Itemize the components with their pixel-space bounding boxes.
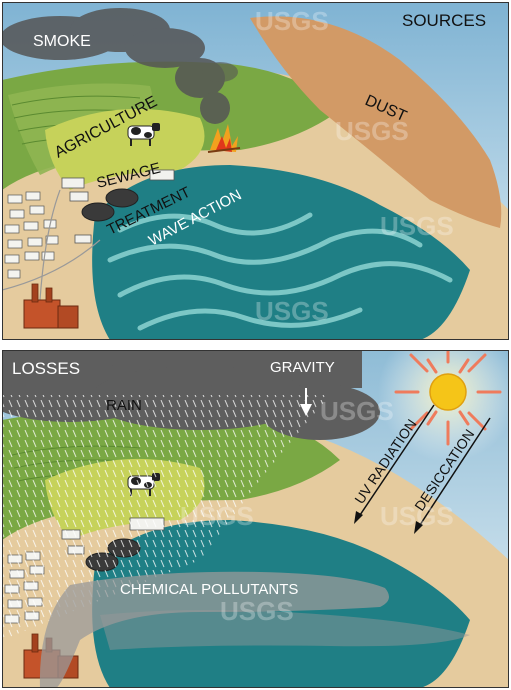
panel-title-losses: LOSSES: [12, 359, 80, 378]
town: [4, 191, 59, 279]
fire: [207, 124, 241, 153]
panel-title-sources: SOURCES: [402, 11, 486, 30]
sources-panel: USGS USGS USGS USGS SOURCES SMOKE DUST A…: [2, 2, 509, 340]
water: [92, 165, 470, 340]
dust-plume: [250, 16, 502, 228]
sun: [394, 350, 502, 446]
watermark: USGS: [255, 296, 329, 326]
watermark: USGS: [380, 501, 454, 531]
watermark: USGS: [380, 211, 454, 241]
gravity-arrow: [300, 388, 312, 416]
sewage-treatment: [61, 169, 175, 244]
smoke-cloud: [2, 8, 238, 124]
rain: [2, 395, 330, 640]
watermark: USGS: [220, 596, 294, 626]
chemical-pollutants-plume: [39, 571, 389, 688]
label-gravity: GRAVITY: [270, 359, 335, 376]
label-chemical-pollutants: CHEMICAL POLLUTANTS: [120, 581, 298, 598]
losses-panel: USGS USGS USGS USGS LOSSES GRAVITY RAIN …: [2, 350, 509, 688]
label-rain: RAIN: [106, 397, 142, 414]
desiccation-arrow: [414, 417, 491, 534]
cow: [127, 123, 160, 146]
roads: [2, 189, 101, 301]
watermark: USGS: [335, 116, 409, 146]
factory: [23, 283, 79, 329]
watermark: USGS: [180, 501, 254, 531]
watermark: USGS: [320, 396, 394, 426]
watermark: USGS: [255, 6, 329, 36]
uv-radiation-arrow: [354, 404, 435, 524]
label-smoke: SMOKE: [33, 33, 91, 50]
waves: [107, 212, 453, 331]
chemical-pollutants-spread: [100, 610, 470, 650]
